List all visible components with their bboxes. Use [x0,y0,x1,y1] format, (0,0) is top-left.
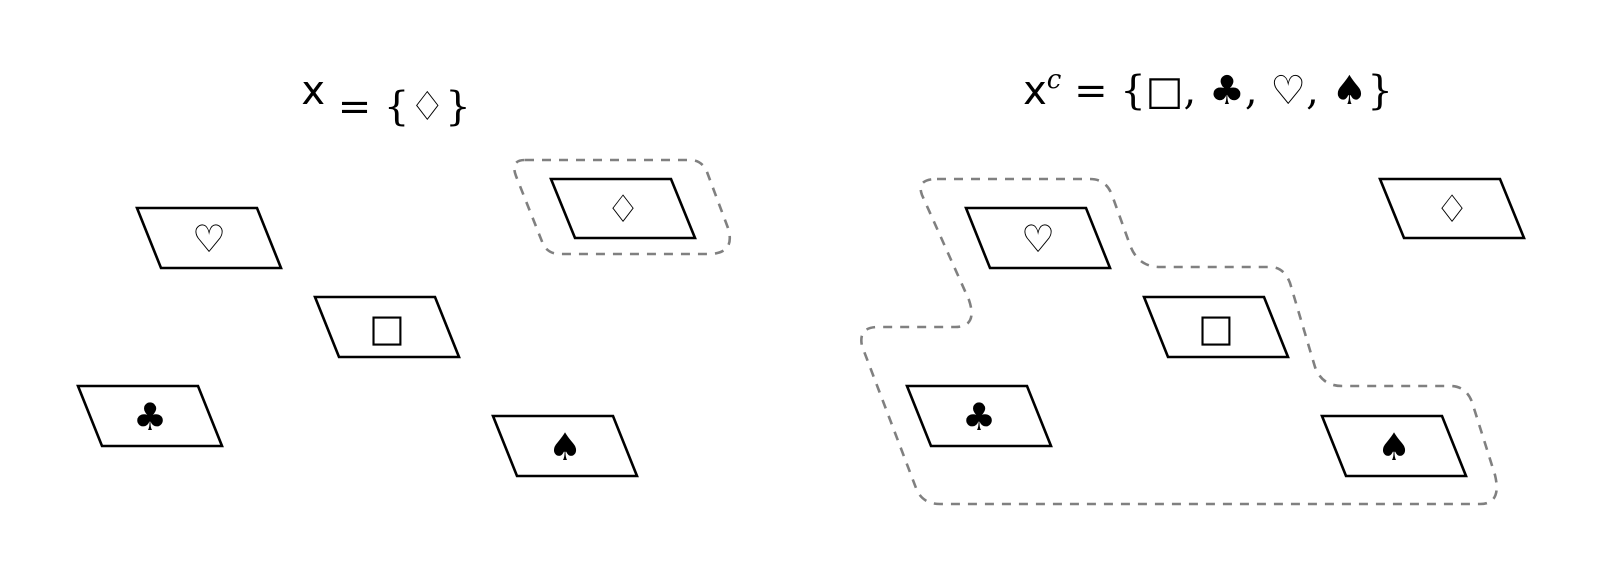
selection-outline-x [513,158,732,256]
card-heart: ♡ [964,206,1112,270]
card-club: ♣ [76,384,224,448]
club-icon: ♣ [133,395,167,439]
card-square: □ [1142,295,1290,359]
heart-icon: ♡ [1021,217,1055,261]
square-icon: □ [1198,306,1234,350]
card-spade: ♠ [1320,414,1468,478]
square-icon: □ [369,306,405,350]
diamond-icon: ♢ [1435,187,1469,231]
card-diamond: ♢ [1378,177,1526,240]
club-icon: ♣ [962,395,996,439]
card-diamond: ♢ [549,177,697,240]
panel-set-x-complement: xc = {□, ♣, ♡, ♠} ♡ ♢ □ ♣ ♠ [860,65,1526,506]
card-spade: ♠ [491,414,639,478]
heart-icon: ♡ [192,217,226,261]
panel-title-x-complement: xc = {□, ♣, ♡, ♠} [1023,65,1393,114]
card-heart: ♡ [135,206,283,270]
selection-outline-x-complement [860,177,1498,506]
spade-icon: ♠ [548,425,582,469]
card-club: ♣ [905,384,1053,448]
panel-title-x: x = {♢} [301,68,470,130]
card-square: □ [313,295,461,359]
panel-set-x: x = {♢} ♡ ♢ □ ♣ ♠ [76,68,732,478]
diamond-icon: ♢ [606,187,640,231]
spade-icon: ♠ [1377,425,1411,469]
